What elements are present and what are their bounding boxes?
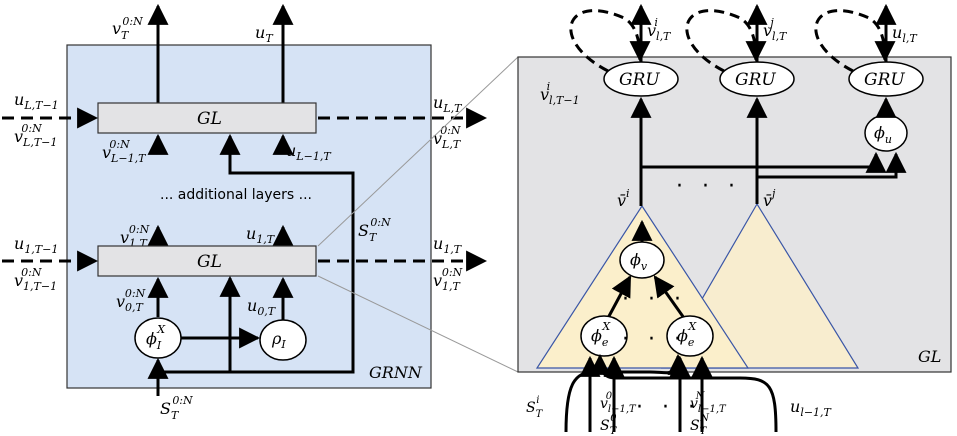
gru-loop-i (569, 9, 651, 73)
input-dots: · · · (636, 395, 701, 420)
gl-top-in-v: vL,T−10:N (14, 122, 57, 149)
input-s-label: ST0:N (160, 394, 193, 422)
gru-out-u-label: ul,T (892, 23, 918, 45)
gru-out-j-label: vl,Tj (763, 16, 788, 43)
phi-e-left-to-phi-v (606, 275, 632, 319)
input-vN-label: vl−1,TN (690, 391, 727, 415)
gl-bottom-out-v: v1,T0:N (433, 266, 463, 293)
gl-top-box (97, 102, 317, 134)
edge-dots: · · · (622, 327, 687, 352)
phi-e-right-label: ϕeX (677, 320, 697, 349)
gru-label-i: GRU (619, 70, 660, 90)
zoom-line-bottom (317, 275, 519, 373)
agg-line-lower (757, 151, 907, 179)
grnn-label: GRNN (369, 363, 423, 382)
gl-bottom-label: GL (197, 252, 222, 272)
phi-i-label: ϕIX (146, 323, 166, 352)
gl-bottom-in-u: u1,T−1 (14, 234, 58, 256)
phi-e-right-to-phi-v (653, 275, 686, 319)
gru-label-u: GRU (864, 70, 905, 90)
zoom-line-top (317, 56, 519, 247)
top-v-output-label: vT0:N (112, 15, 143, 42)
vbar-dots: · · · (676, 174, 741, 199)
additional-layers-text: ... additional layers ... (160, 187, 312, 203)
gl-top-label: GL (197, 109, 222, 129)
input-curve-right (589, 353, 778, 433)
s-feed-line (158, 133, 355, 374)
top-u-output-label: uT (255, 23, 274, 45)
gl-top-out-v: vL,T0:N (433, 124, 462, 151)
agg-line-upper (641, 151, 887, 173)
input-s0-label: ST0 (600, 413, 618, 436)
input-v0-label: vl−1,T0 (600, 391, 637, 415)
gru-loop-j (685, 9, 767, 73)
input-u-label: ul−1,T (790, 397, 833, 419)
gl-bottom-in-v: v1,T−10:N (14, 266, 57, 293)
gl-bottom-out-u: u1,T (433, 234, 463, 256)
phi-e-left-label: ϕeX (591, 320, 611, 349)
gru-label-j: GRU (735, 70, 776, 90)
gl-detail-label: GL (918, 347, 941, 366)
input-si-label: STi (526, 395, 544, 420)
gru-loop-u (814, 9, 896, 73)
gl-top-in-u: uL,T−1 (14, 90, 59, 112)
rho-i-node (259, 319, 307, 361)
gl-bottom-below-v: v0,T0:N (116, 287, 146, 314)
gru-out-i-label: vl,Ti (647, 16, 672, 43)
gl-top-out-u: uL,T (433, 93, 463, 115)
